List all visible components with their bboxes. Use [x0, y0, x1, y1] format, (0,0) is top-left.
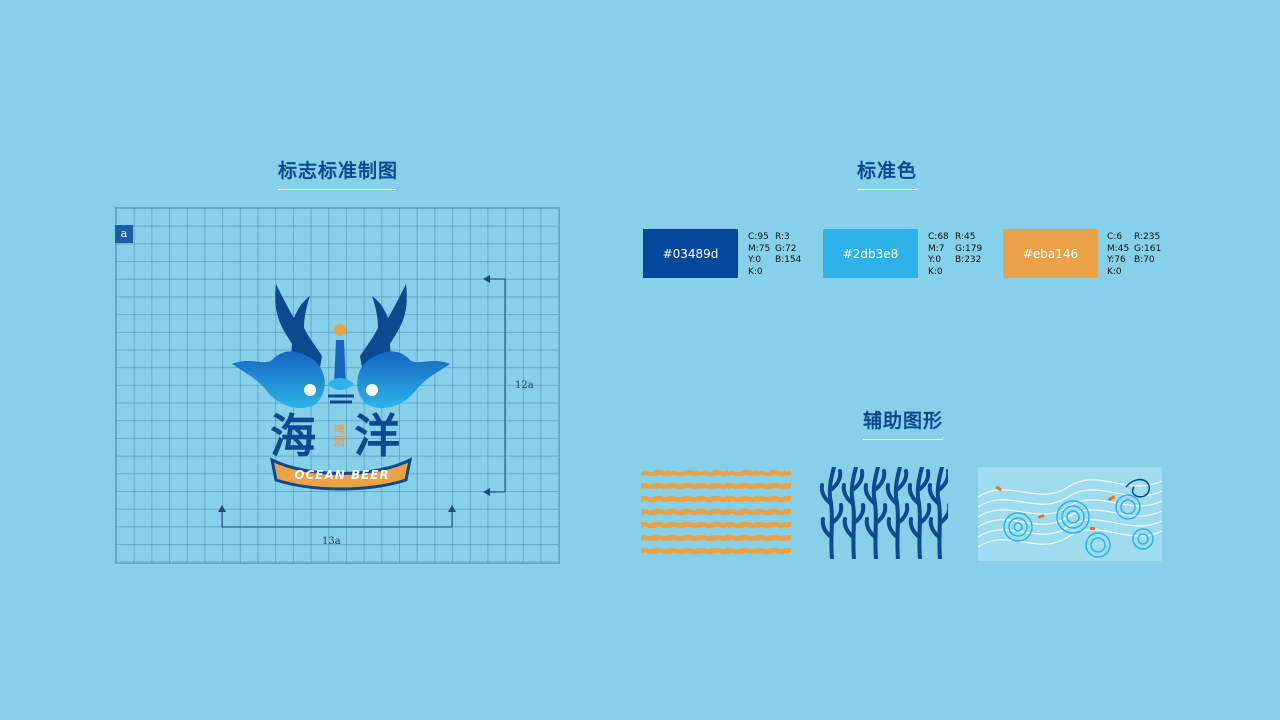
logo-standard-title: 标志标准制图 [278, 156, 397, 190]
rgb-b: B:232 [955, 255, 982, 265]
width-dimension-label: 13a [322, 536, 341, 547]
color-swatch-blue-light: #2db3e8 [823, 229, 918, 278]
logo-grid [115, 207, 560, 564]
rgb-g: G:72 [775, 243, 797, 254]
antler-fish-logo-icon [232, 284, 450, 491]
seaweed-pattern-icon [820, 467, 948, 559]
height-dimension-label: 12a [515, 380, 534, 391]
cmyk-k: K:0 [748, 266, 763, 277]
grid-unit-label: a [115, 225, 133, 243]
standard-color-title: 标准色 [857, 156, 917, 190]
rgb-r: R:45 [955, 232, 976, 242]
logo-sub-text: 啤酒 [334, 423, 345, 448]
cmyk-k: K:0 [928, 266, 943, 277]
cmyk-m: M:45 [1107, 243, 1130, 254]
cmyk-m: M:75 [748, 243, 771, 254]
color-swatch-orange: #eba146 [1003, 229, 1098, 278]
ocean-swirl-pattern-icon [978, 467, 1162, 561]
cmyk-c: C:95 [748, 232, 769, 242]
cmyk-c: C:68 [928, 232, 949, 242]
rgb-g: G:161 [1134, 243, 1162, 254]
auxiliary-graphics-title: 辅助图形 [863, 406, 943, 440]
rgb-b: B:154 [775, 255, 802, 265]
cmyk-y: Y:76 [1107, 255, 1126, 265]
logo-ribbon-text: OCEAN BEER [294, 468, 390, 482]
cmyk-k: K:0 [1107, 266, 1122, 277]
logo-name-left: 海 [270, 409, 316, 463]
rgb-g: G:179 [955, 243, 983, 254]
rgb-r: R:3 [775, 232, 790, 242]
rgb-r: R:235 [1134, 232, 1161, 242]
cmyk-y: Y:0 [928, 255, 942, 265]
wave-pattern-icon [641, 467, 791, 559]
cmyk-m: M:7 [928, 243, 945, 254]
color-swatch-blue-dark: #03489d [643, 229, 738, 278]
cmyk-y: Y:0 [748, 255, 762, 265]
logo-name-right: 洋 [354, 409, 400, 463]
rgb-b: B:70 [1134, 255, 1155, 265]
cmyk-c: C:6 [1107, 232, 1123, 242]
